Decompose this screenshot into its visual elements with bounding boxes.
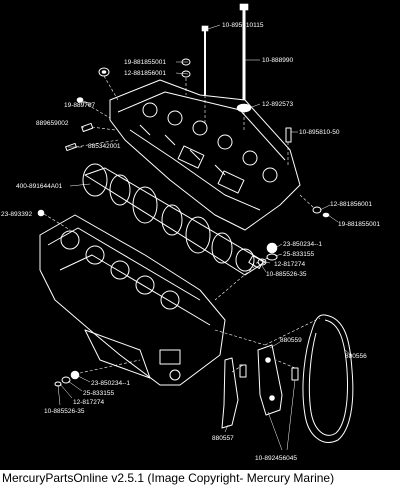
callout-label: 880556 [345, 353, 367, 360]
callout-label: 10-888990 [262, 57, 293, 64]
cylinder-head [109, 79, 301, 231]
callout-label: 400-891644A01 [16, 183, 63, 190]
right-seals [285, 127, 330, 218]
callout-label: 19-881855001 [124, 59, 166, 66]
callout-label: 10-895810115 [222, 22, 264, 29]
tensioner-guide [257, 344, 283, 416]
callout-label: 23-850234--1 [283, 241, 322, 248]
crankshaft [82, 163, 266, 276]
exploded-parts-diagram: 10-895810115 19-881855001 12-881856001 1… [1, 3, 380, 462]
callout-label: 23-893392 [1, 211, 32, 218]
bolt-top [201, 25, 209, 95]
callout-label: 889659002 [36, 120, 69, 127]
image-caption: MercuryPartsOnline v2.5.1 (Image Copyrig… [0, 470, 400, 487]
callout-label: 12-817274 [274, 261, 305, 268]
callout-label: 25-833155 [283, 251, 314, 258]
callout-label: 10-892456045 [255, 455, 297, 462]
callout-label: 25-833155 [83, 390, 114, 397]
callout-label: 10-885526-35 [266, 271, 307, 278]
assembly-lines [43, 75, 321, 374]
guide-bolts [239, 364, 299, 381]
callout-label: 12-817274 [73, 399, 104, 406]
callout-label: 10-885526-35 [44, 408, 85, 415]
callout-label: 880559 [280, 337, 302, 344]
callout-label: 12-881856001 [330, 201, 372, 208]
crankcase-block [39, 214, 226, 386]
left-small-parts [37, 97, 94, 217]
callout-label: 12-881856001 [124, 70, 166, 77]
callout-label: 880557 [212, 435, 234, 442]
callout-label: 10-895810-50 [299, 129, 340, 136]
timing-belt [302, 314, 354, 443]
callout-label: 12-892573 [262, 101, 293, 108]
leader-lines [38, 24, 353, 451]
belt-guide [221, 357, 239, 429]
callout-label: 885342001 [88, 143, 121, 150]
crank-washers-left [54, 370, 80, 387]
long-bolt [236, 3, 252, 113]
callout-label: 19-881855001 [338, 221, 380, 228]
callout-label: 23-850234--1 [91, 380, 130, 387]
callout-labels: 10-895810115 19-881855001 12-881856001 1… [1, 22, 380, 462]
callout-label: 19-889767 [64, 102, 95, 109]
